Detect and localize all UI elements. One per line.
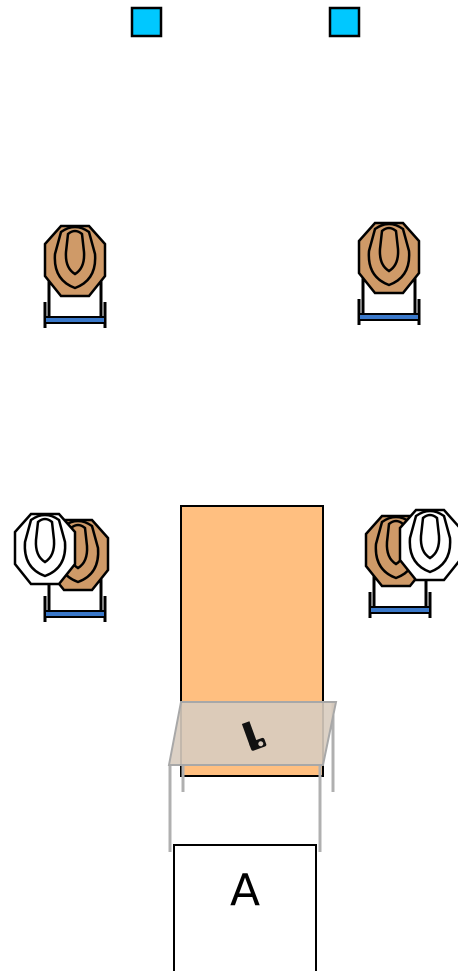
start-box-label: A [230, 865, 260, 916]
paper-target-upper-left [43, 224, 107, 330]
steel-plate-right [328, 6, 361, 38]
no-shoot-target-lower-left [13, 512, 77, 586]
start-box: A [173, 844, 317, 971]
paper-target-upper-right [357, 221, 421, 327]
target-group-lower-left [13, 512, 110, 624]
no-shoot-target-lower-right [398, 508, 458, 582]
steel-plate-left [130, 6, 163, 38]
table [167, 701, 338, 852]
target-group-lower-right [364, 508, 458, 620]
pistol-icon [241, 721, 267, 751]
